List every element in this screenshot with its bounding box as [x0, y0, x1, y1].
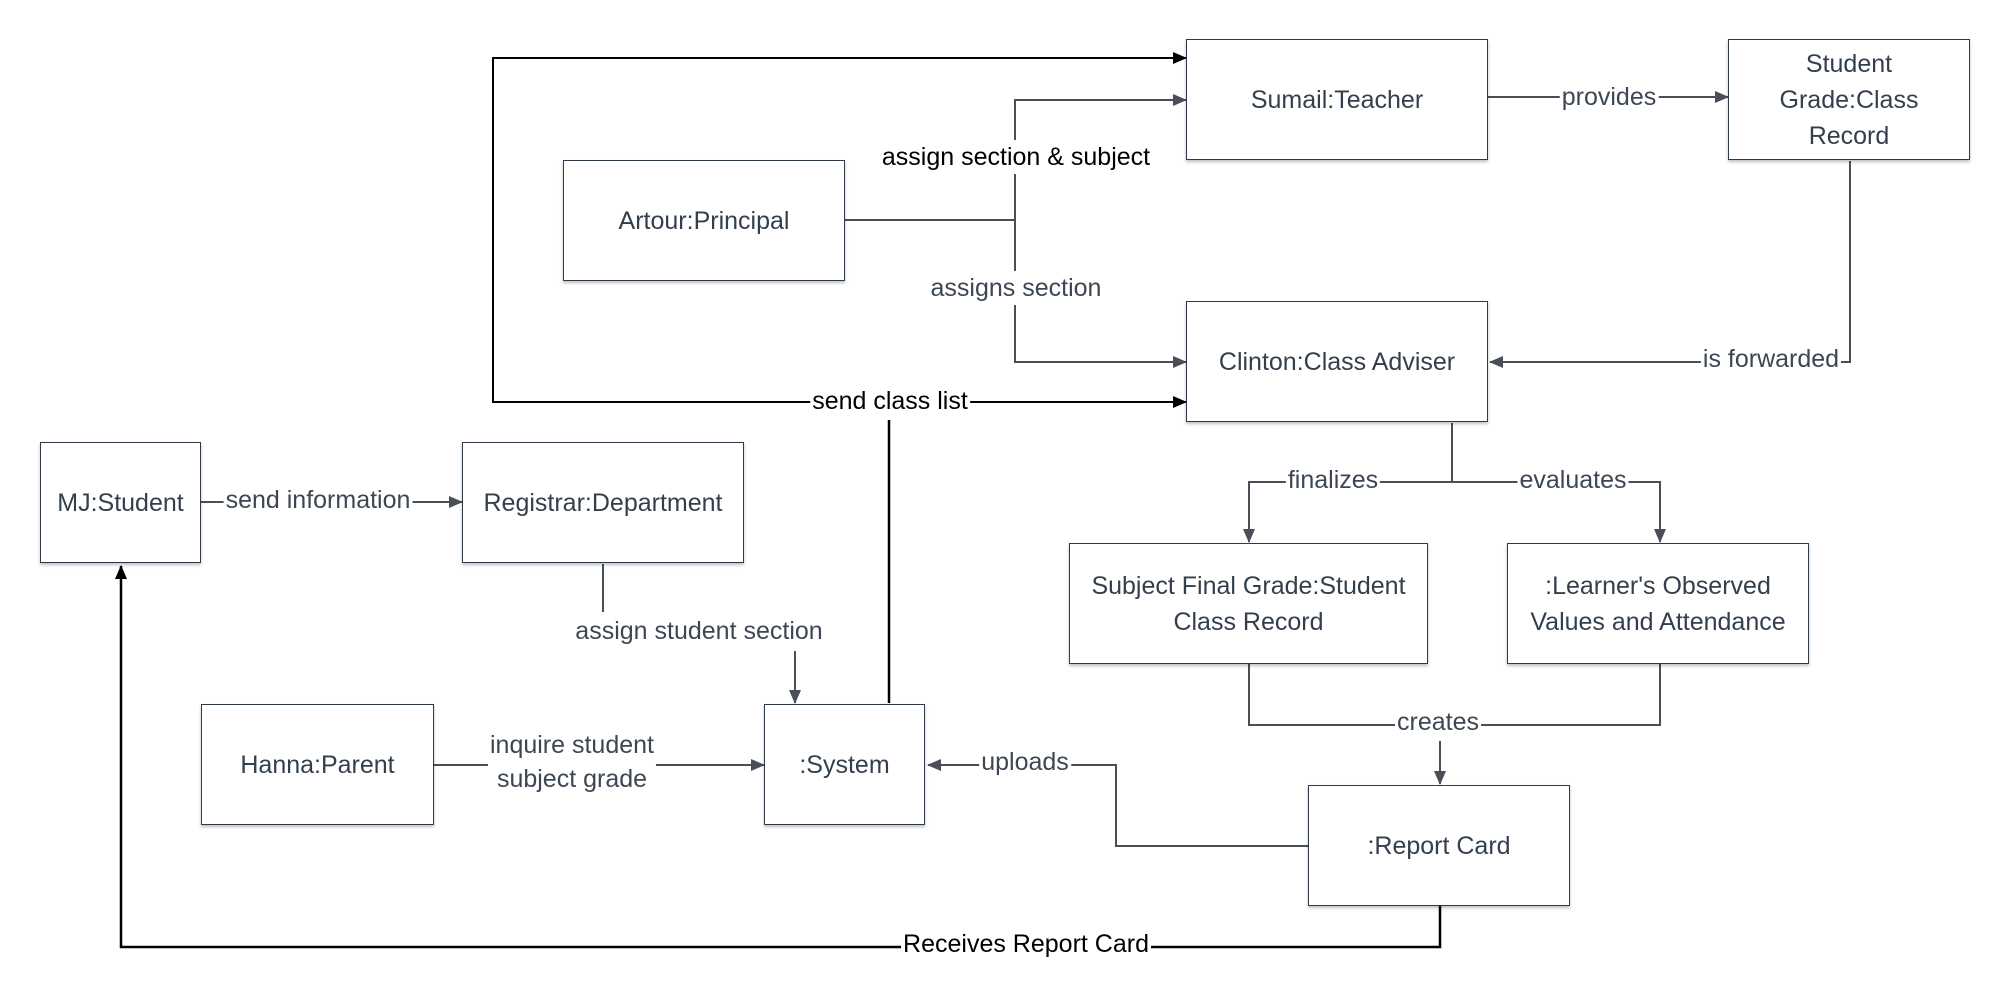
label-evaluates: evaluates — [1517, 463, 1629, 497]
label-provides: provides — [1559, 80, 1659, 114]
node-artour-principal: Artour:Principal — [563, 160, 845, 281]
label-finalizes: finalizes — [1285, 463, 1381, 497]
label-is-forwarded: is forwarded — [1700, 342, 1842, 376]
edge-assigns-section — [1014, 220, 1187, 368]
node-learners-observed-values: :Learner's Observed Values and Attendanc… — [1507, 543, 1809, 664]
label-uploads: uploads — [979, 745, 1071, 779]
node-clinton-class-adviser: Clinton:Class Adviser — [1186, 301, 1488, 422]
label-send-information: send information — [223, 483, 413, 517]
edge-finalizes — [1243, 481, 1452, 543]
edge-receives-report-card — [115, 565, 1442, 949]
label-inquire-student-subject-grade: inquire student subject grade — [487, 728, 657, 796]
label-send-class-list: send class list — [810, 384, 970, 418]
node-registrar-department: Registrar:Department — [462, 442, 744, 563]
label-assign-section-subject: assign section & subject — [879, 140, 1153, 174]
edge-assign-section-subject — [1014, 94, 1187, 220]
node-system: :System — [764, 704, 925, 825]
node-student-grade-class-record: Student Grade:Class Record — [1728, 39, 1970, 160]
node-sumail-teacher: Sumail:Teacher — [1186, 39, 1488, 160]
label-creates: creates — [1395, 705, 1481, 739]
edge-is-forwarded — [1489, 161, 1851, 368]
node-hanna-parent: Hanna:Parent — [201, 704, 434, 825]
node-mj-student: MJ:Student — [40, 442, 201, 563]
edge-send-class-list-teacher — [492, 52, 1187, 403]
label-receives-report-card: Receives Report Card — [901, 927, 1151, 961]
node-report-card: :Report Card — [1308, 785, 1570, 906]
label-assigns-section: assigns section — [928, 271, 1104, 305]
label-assign-student-section: assign student section — [573, 614, 825, 648]
node-subject-final-grade: Subject Final Grade:Student Class Record — [1069, 543, 1428, 664]
